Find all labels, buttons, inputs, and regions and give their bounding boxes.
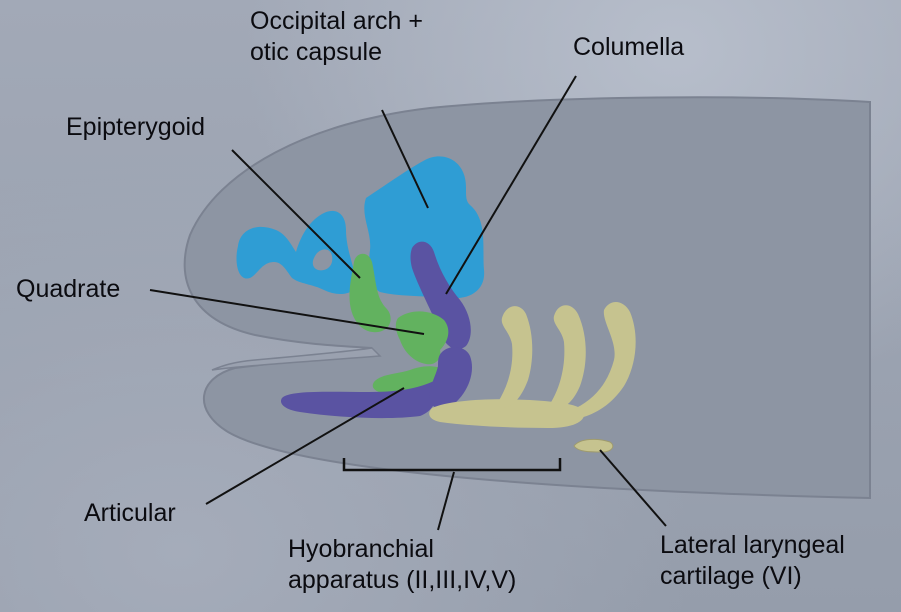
- leader-hyobranchial: [438, 472, 454, 530]
- label-epipterygoid: Epipterygoid: [66, 112, 205, 143]
- label-occipital-arch: Occipital arch + otic capsule: [250, 6, 423, 68]
- label-hyobranchial: Hyobranchial apparatus (II,III,IV,V): [288, 534, 516, 596]
- label-quadrate: Quadrate: [16, 274, 120, 305]
- label-articular: Articular: [84, 498, 176, 529]
- label-columella: Columella: [573, 32, 684, 63]
- label-lateral-laryngeal: Lateral laryngeal cartilage (VI): [660, 530, 845, 592]
- laryngeal-cartilage: [574, 439, 613, 452]
